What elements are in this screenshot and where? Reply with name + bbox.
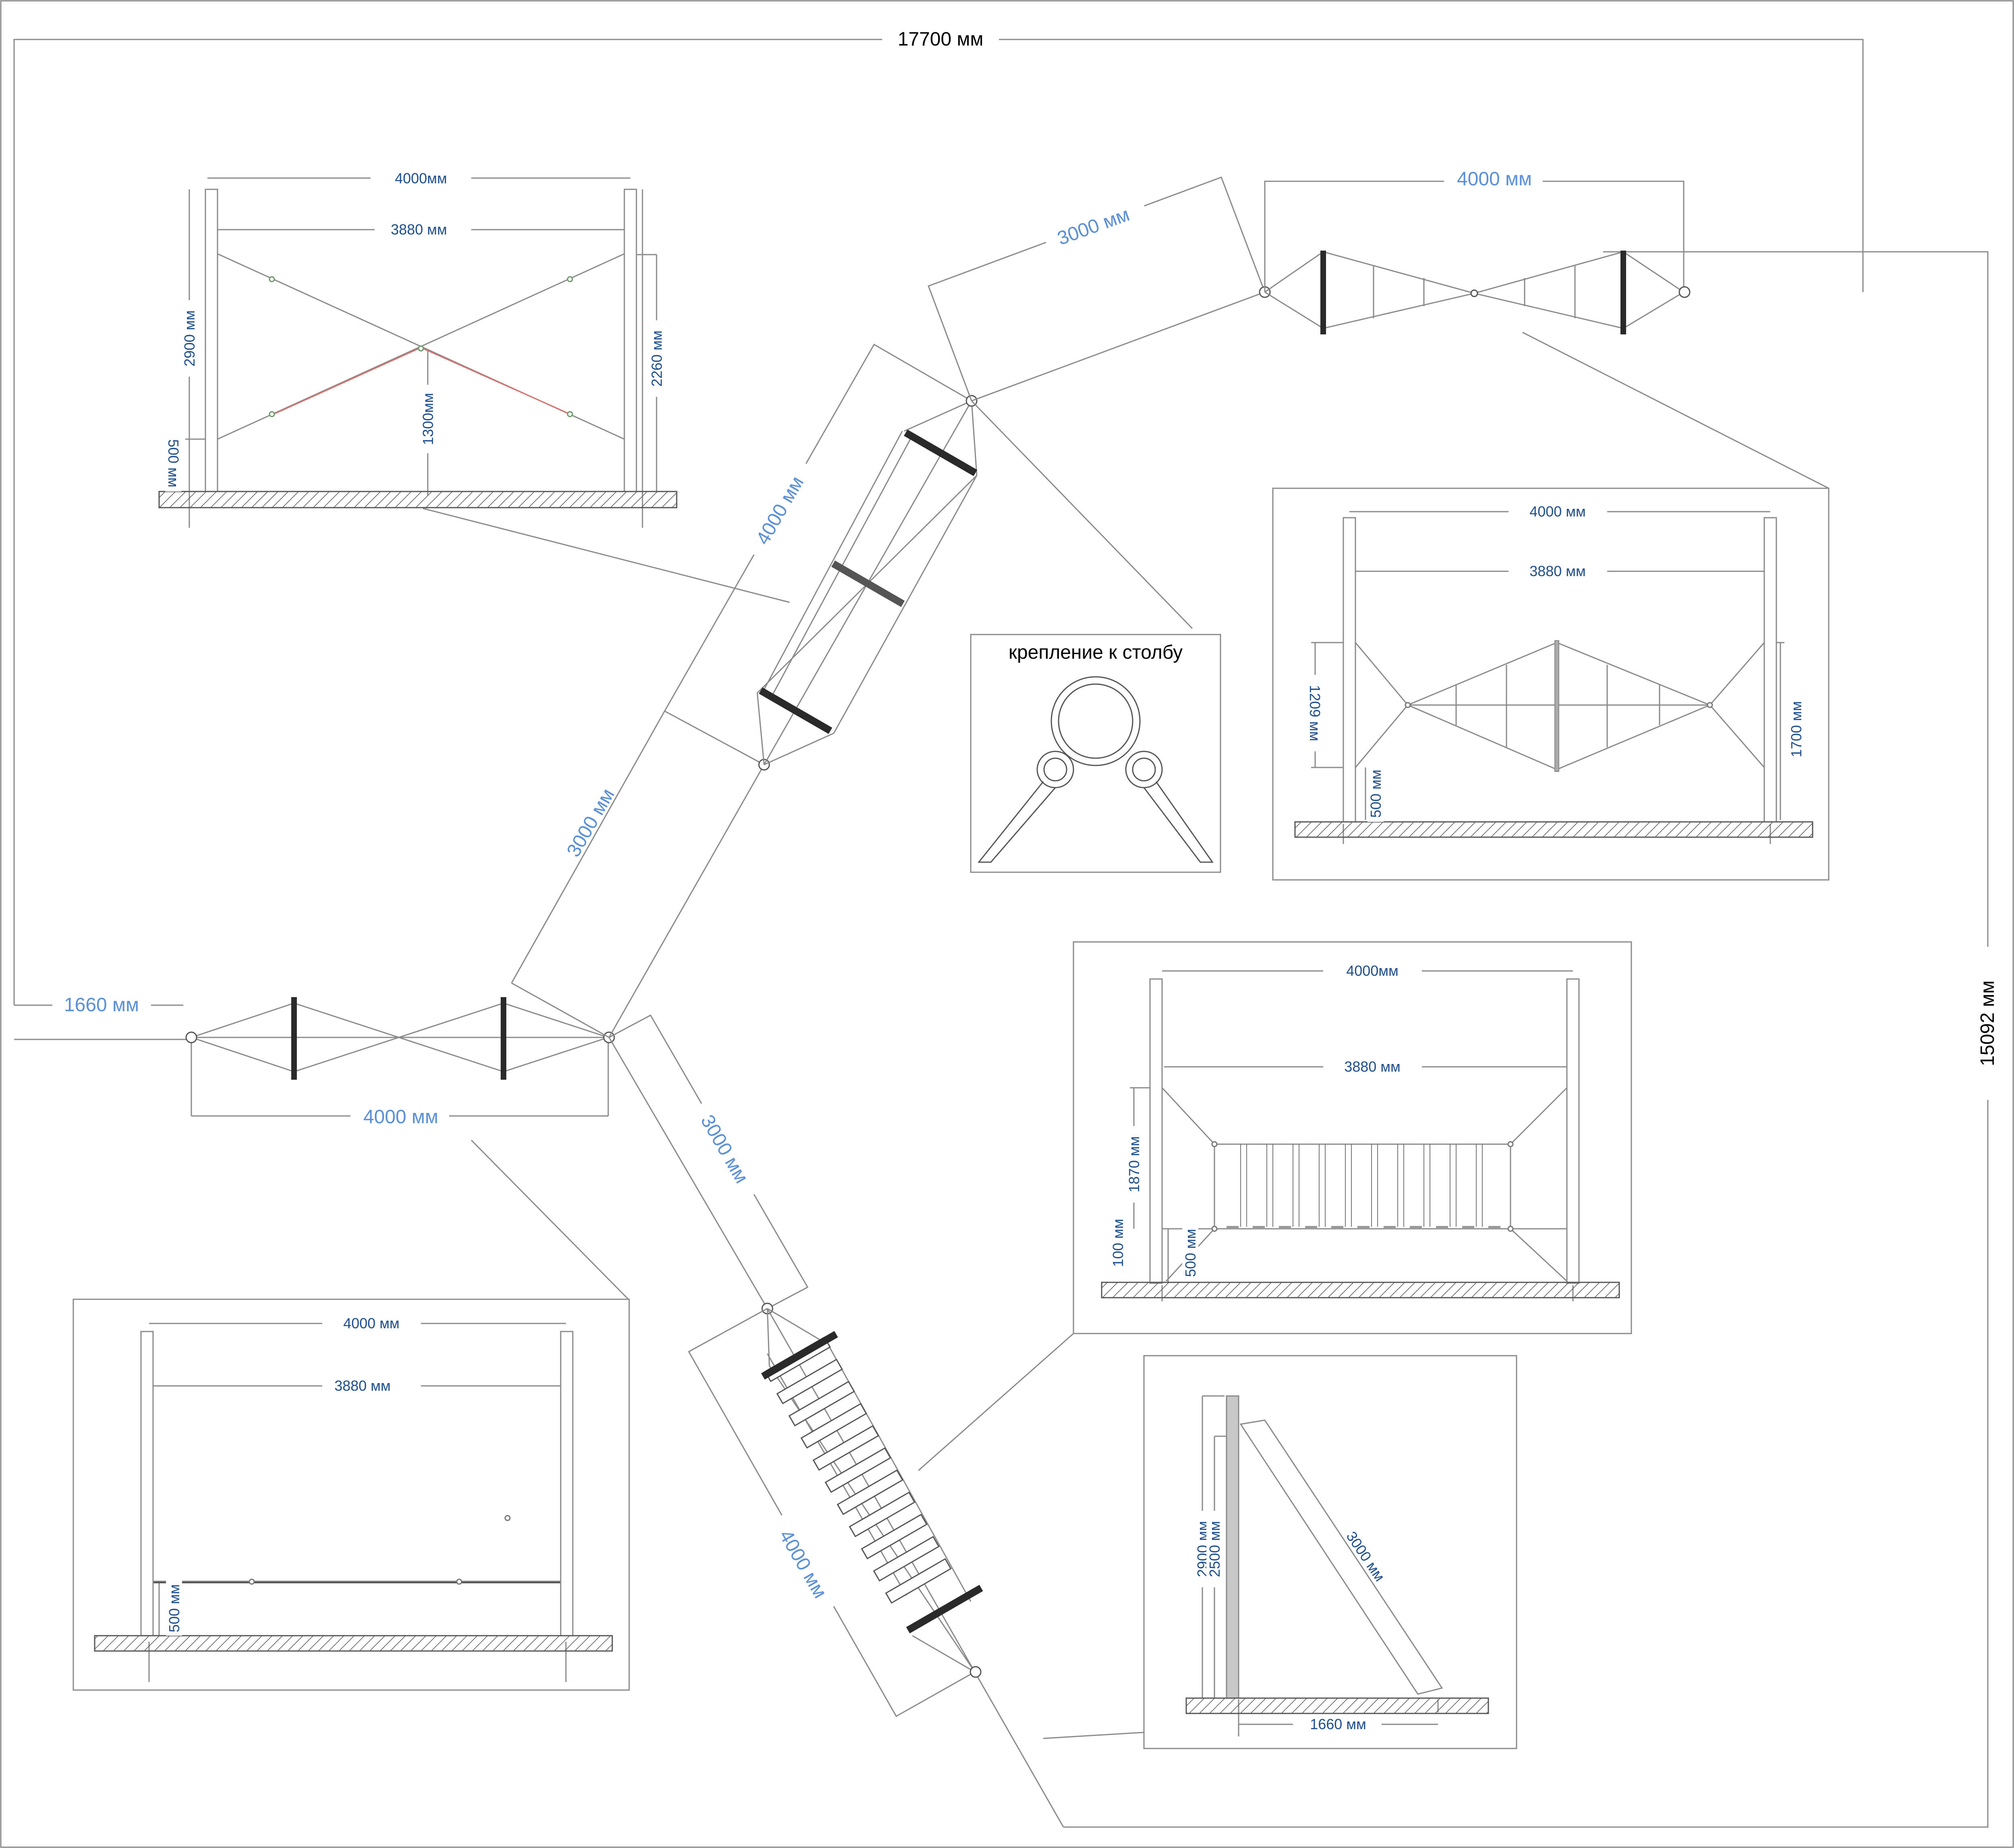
- plan-seg7-label: 4000 мм: [775, 1526, 831, 1602]
- detail-brace: 2900 мм 2500 мм 3000 мм 1660 мм: [1143, 1355, 1517, 1749]
- plan-offset-label: 1660 мм: [64, 994, 139, 1016]
- plan-seg1-label: 4000 мм: [363, 1106, 438, 1128]
- plan-seg7-ladder: [764, 1336, 952, 1604]
- plan-seg1-beam-a: [291, 997, 297, 1080]
- x-center-height-label: 1300мм: [420, 393, 436, 445]
- x-left-height-label: 2900 мм: [181, 310, 198, 367]
- plan-segment-3: [664, 343, 978, 765]
- diamond-base-height-label: 500 мм: [1368, 769, 1384, 818]
- detail-mount: крепление к столбу: [970, 634, 1221, 873]
- brace-post: [1226, 1395, 1239, 1699]
- brace-base-label: 1660 мм: [1310, 1716, 1366, 1732]
- plan-segment-6: [608, 1014, 809, 1309]
- plan-seg4-label: 3000 мм: [1055, 204, 1132, 249]
- detail-x-cable: 4000мм 3880 мм 2900 мм 2260 мм 1300мм 50…: [158, 170, 678, 528]
- ladder-inner-label: 3880 мм: [1344, 1058, 1401, 1075]
- diamond-span-label: 4000 мм: [1529, 503, 1586, 520]
- plan-segment-1: [191, 1002, 609, 1117]
- plan-seg5-label-bg: [1444, 166, 1543, 190]
- plan-seg3-label-bg: [741, 456, 814, 559]
- plan-post-1: [185, 1031, 197, 1043]
- plan-seg7-beam-a: [761, 1331, 838, 1380]
- diamond-left-height-label: 1209 мм: [1307, 685, 1323, 741]
- plan-segment-7: [688, 1308, 1064, 1827]
- plan-seg1-beam-b: [501, 997, 506, 1080]
- leader-lines: [423, 332, 1829, 1739]
- mount-title: крепление к столбу: [1009, 642, 1183, 663]
- x-span-label: 4000мм: [395, 170, 447, 187]
- plan-seg5-label: 4000 мм: [1457, 168, 1532, 190]
- mount-frame: [970, 634, 1221, 873]
- brace-h2-label: 2500 мм: [1206, 1521, 1223, 1577]
- plan-seg5-beam-b: [1620, 251, 1626, 334]
- detail-diamond: 4000 мм 3880 мм 1209 мм 500 мм 1700 мм: [1272, 487, 1830, 881]
- diamond-inner-label: 3880 мм: [1529, 563, 1586, 579]
- plan-post-6: [1678, 286, 1691, 298]
- rope-span-label: 4000 мм: [343, 1315, 400, 1332]
- plan-seg3-rungs: [758, 429, 978, 734]
- plan-seg4-label-bg: [1042, 196, 1149, 255]
- rope-inner-label: 3880 мм: [334, 1377, 391, 1394]
- detail-ladder: 4000мм 3880 мм 1870 мм 100 мм 500 мм: [1073, 941, 1632, 1334]
- plan-seg5-beam-a: [1320, 251, 1326, 334]
- detail-rope: 4000 мм 3880 мм 500 мм: [73, 1298, 630, 1691]
- ladder-span-label: 4000мм: [1346, 962, 1399, 979]
- plan-post-8: [970, 1666, 982, 1678]
- plan-segment-2: [511, 710, 765, 1038]
- overall-height-label: 15092 мм: [1977, 981, 1998, 1066]
- diamond-frame: [1272, 487, 1830, 881]
- rope-frame: [73, 1298, 630, 1691]
- plan-seg6-label-bg: [692, 1097, 766, 1200]
- plan-seg5-center: [1470, 289, 1478, 297]
- x-right-height-label: 2260 мм: [649, 330, 665, 387]
- plan-seg1-label-bg: [350, 1104, 449, 1128]
- x-post-right: [624, 189, 637, 492]
- plan-seg2-label-bg: [535, 766, 609, 869]
- overall-width-label-bg: [882, 27, 999, 52]
- plan-seg7-label-bg: [767, 1512, 840, 1615]
- x-base-height-label: 500 мм: [165, 439, 182, 487]
- x-post-left: [205, 189, 218, 492]
- rope-base-height-label: 500 мм: [166, 1584, 182, 1632]
- plan-segment-4: [928, 176, 1266, 402]
- plan-seg7-beam-b: [906, 1585, 983, 1634]
- x-ground: [158, 491, 678, 508]
- ladder-frame: [1073, 941, 1632, 1334]
- ladder-low-height-label: 100 мм: [1110, 1219, 1126, 1267]
- plan-offset-label-bg: [52, 991, 151, 1015]
- overall-width-label: 17700 мм: [898, 29, 984, 50]
- overall-height-label-bg: [1976, 947, 2000, 1100]
- ladder-main-height-label: 1870 мм: [1126, 1136, 1142, 1193]
- x-inner-label: 3880 мм: [391, 221, 447, 238]
- diamond-right-height-label: 1700 мм: [1788, 701, 1805, 757]
- ladder-base-height-label: 500 мм: [1182, 1229, 1199, 1277]
